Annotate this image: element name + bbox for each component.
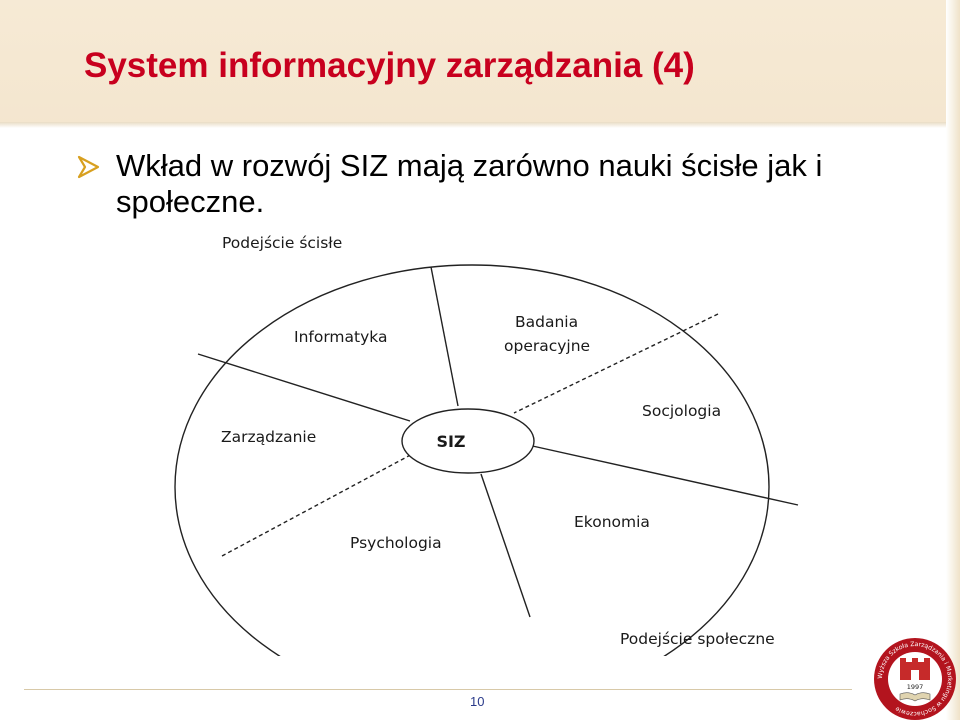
divider-psychologia-ekonomia <box>480 473 531 618</box>
divider-socjologia-ekonomia <box>527 444 799 506</box>
sector-badania-line2: operacyjne <box>504 337 590 355</box>
center-ellipse <box>401 408 535 474</box>
outer-ellipse <box>174 264 770 656</box>
sector-psychologia: Psychologia <box>350 534 442 552</box>
dashed-divider-lower <box>221 451 417 557</box>
slide-title: System informacyjny zarządzania (4) <box>84 46 695 85</box>
sector-badania-line1: Badania <box>515 313 578 331</box>
seal-book-icon <box>899 692 931 702</box>
sector-zarzadzanie: Zarządzanie <box>221 428 316 446</box>
seal-year: 1997 <box>907 683 924 691</box>
header-band <box>0 0 960 126</box>
caption-podejscie-scisle: Podejście ścisłe <box>222 234 342 252</box>
divider-informatyka-zarzadzanie <box>197 353 411 422</box>
header-shadow <box>0 122 960 128</box>
right-edge-shading <box>946 0 960 720</box>
school-seal-logo: Wyższa Szkoła Zarządzania i Marketingu w… <box>874 638 956 720</box>
sector-socjologia: Socjologia <box>642 402 721 420</box>
bullet-text: Wkład w rozwój SIZ mają zarówno nauki śc… <box>116 148 823 219</box>
dashed-divider-upper <box>513 313 719 414</box>
caption-podejscie-spoleczne: Podejście społeczne <box>620 630 775 648</box>
page-number: 10 <box>470 694 485 709</box>
siz-diagram: SIZ Podejście ścisłe Podejście społeczne… <box>174 234 799 656</box>
sector-ekonomia: Ekonomia <box>574 513 650 531</box>
sector-informatyka: Informatyka <box>294 328 387 346</box>
footer-divider <box>24 689 852 690</box>
center-label: SIZ <box>436 432 465 451</box>
divider-informatyka-badania <box>430 266 459 407</box>
arrow-bullet-icon <box>77 155 100 179</box>
